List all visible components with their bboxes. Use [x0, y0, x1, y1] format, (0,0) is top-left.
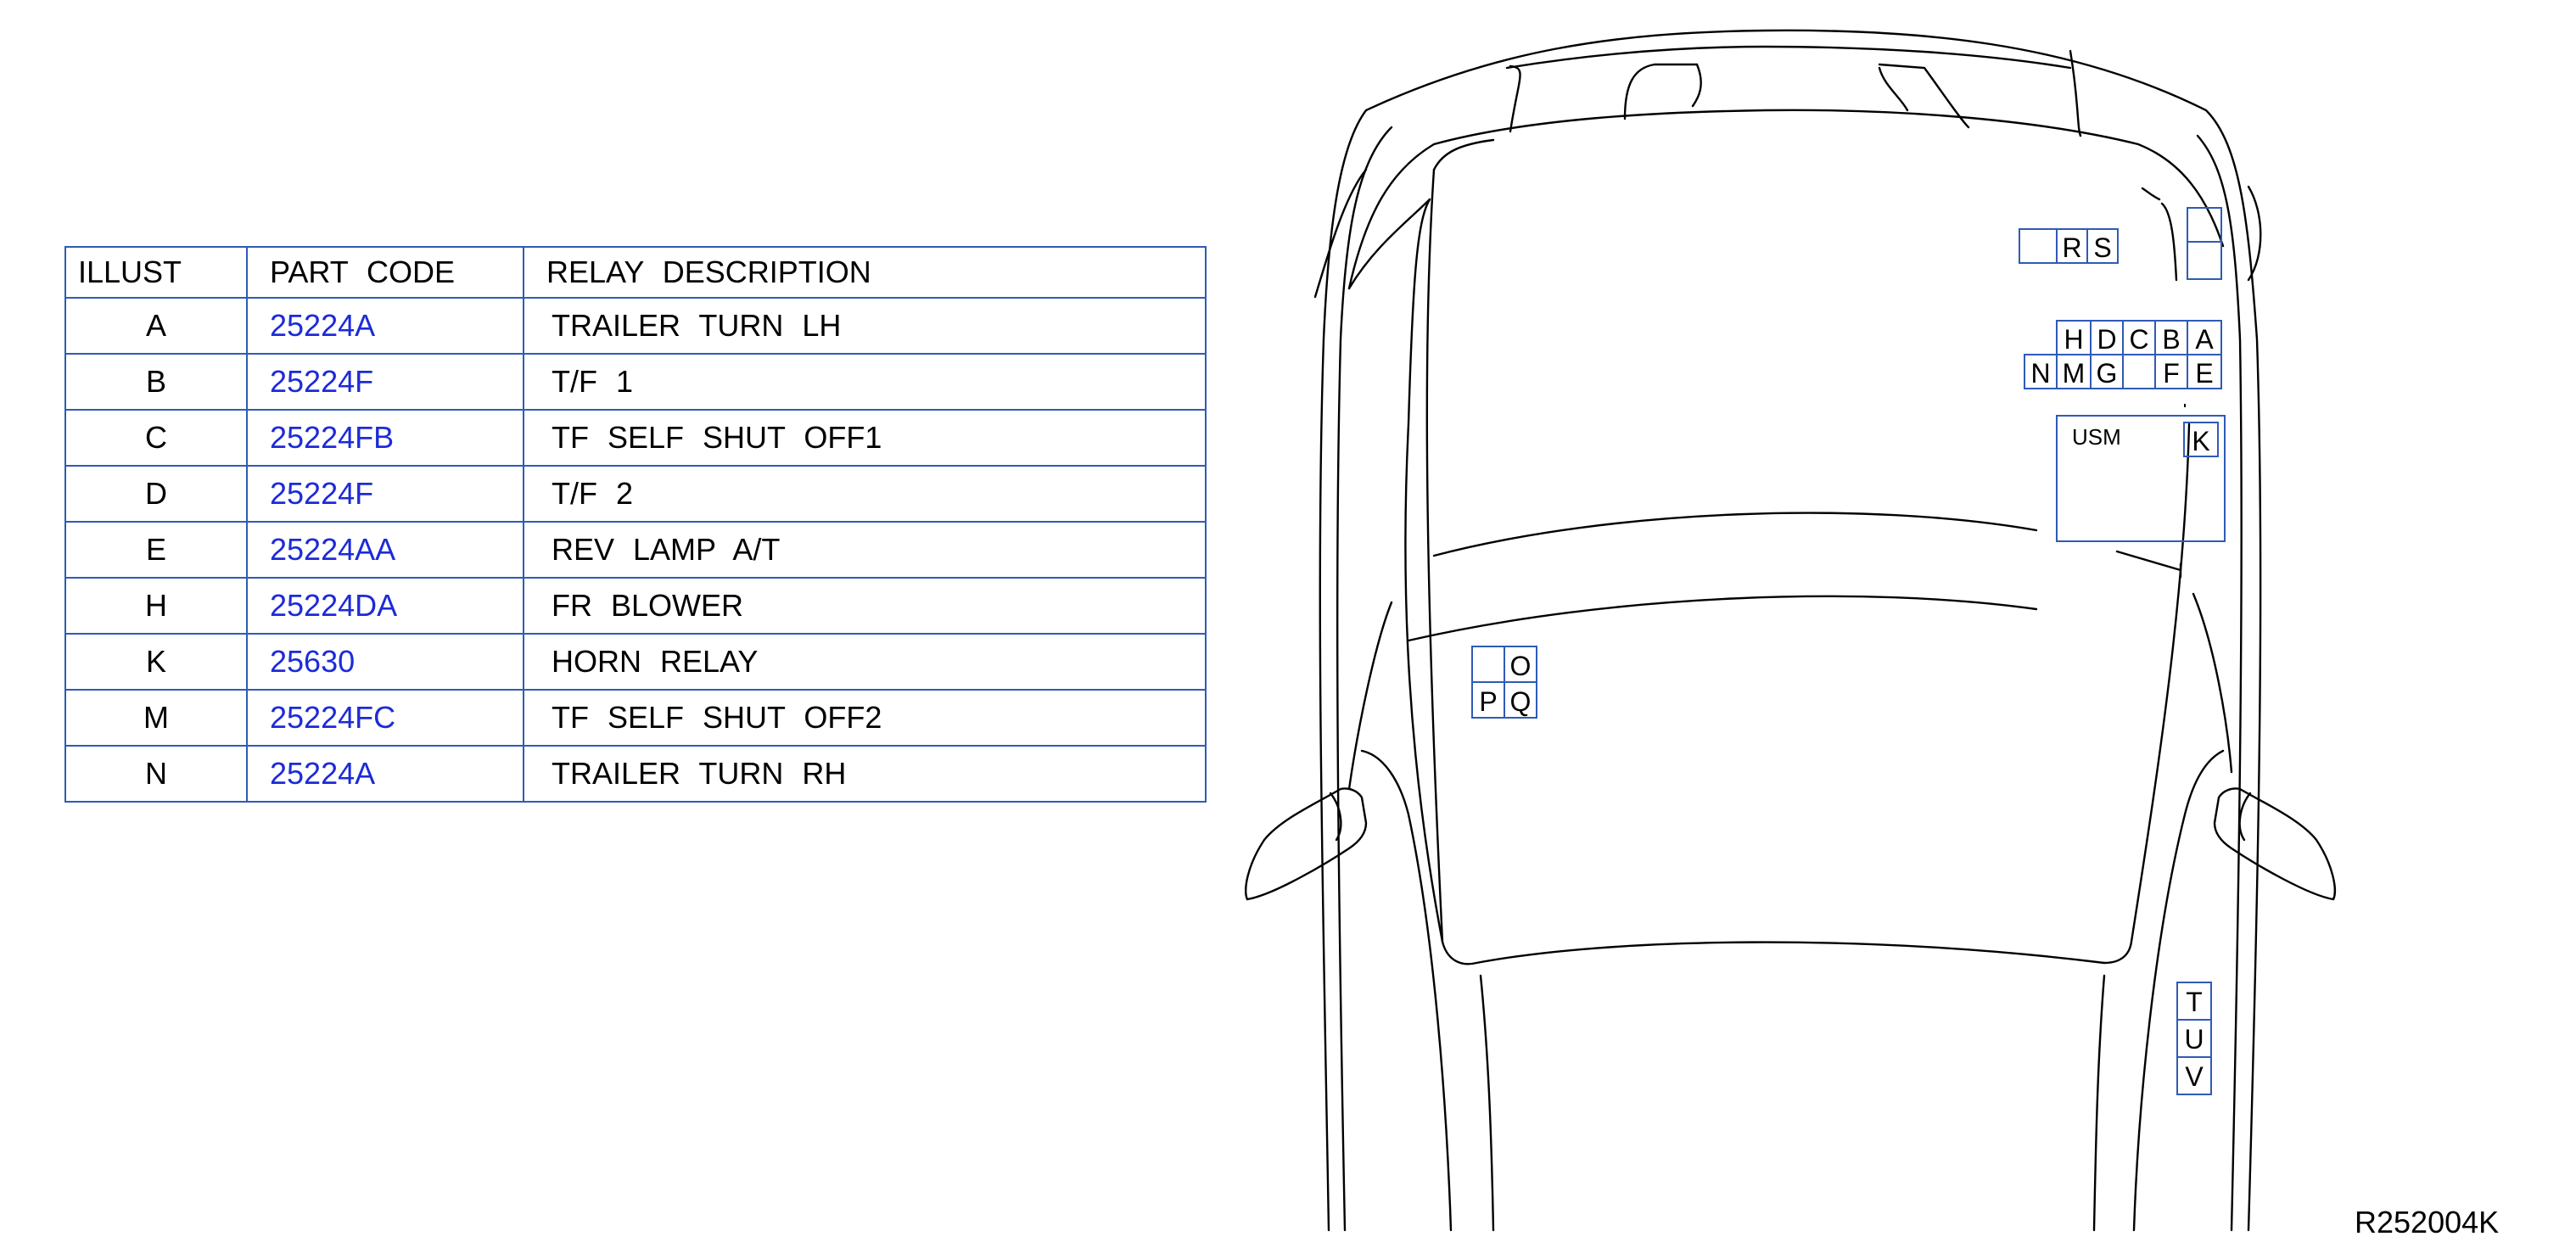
cell-part-code[interactable]: 25224DA: [246, 577, 524, 635]
cell-description: HORN RELAY: [523, 633, 1207, 691]
cell-part-code[interactable]: 25224A: [246, 745, 524, 803]
cell-description: REV LAMP A/T: [523, 521, 1207, 579]
cell-description: T/F 1: [523, 353, 1207, 411]
cell-description: FR BLOWER: [523, 577, 1207, 635]
cell-illust: N: [64, 745, 248, 803]
table-row: N 25224A TRAILER TURN RH: [64, 745, 1207, 803]
relay-label-R: R: [2062, 232, 2081, 263]
table-header-row: ILLUST PART CODE RELAY DESCRIPTION: [64, 246, 1207, 299]
vehicle-outline: [1245, 29, 2336, 1232]
cell-part-code[interactable]: 25224AA: [246, 521, 524, 579]
relay-label-O: O: [1510, 651, 1532, 681]
cell-illust: H: [64, 577, 248, 635]
cell-illust: B: [64, 353, 248, 411]
table-row: B 25224F T/F 1: [64, 353, 1207, 411]
relay-label-M: M: [2063, 358, 2086, 389]
relay-label-G: G: [2097, 358, 2118, 389]
table-row: D 25224F T/F 2: [64, 465, 1207, 523]
cell-description: TF SELF SHUT OFF2: [523, 689, 1207, 747]
table-row: E 25224AA REV LAMP A/T: [64, 521, 1207, 579]
cell-illust: M: [64, 689, 248, 747]
cell-illust: C: [64, 409, 248, 467]
cell-description: TRAILER TURN RH: [523, 745, 1207, 803]
header-part-code: PART CODE: [246, 246, 524, 299]
relay-label-S: S: [2093, 232, 2111, 263]
cell-illust: D: [64, 465, 248, 523]
relay-label-P: P: [1479, 686, 1497, 717]
relay-label-F: F: [2163, 358, 2180, 389]
table-row: A 25224A TRAILER TURN LH: [64, 297, 1207, 355]
relay-label-K: K: [2192, 426, 2209, 456]
relay-label-B: B: [2162, 324, 2180, 355]
relay-location-letters: R S H D C B A N M G F E USM K O P Q T U …: [1479, 232, 2214, 1092]
table-row: H 25224DA FR BLOWER: [64, 577, 1207, 635]
cell-illust: A: [64, 297, 248, 355]
relay-label-D: D: [2097, 324, 2116, 355]
table-row: M 25224FC TF SELF SHUT OFF2: [64, 689, 1207, 747]
cell-description: TRAILER TURN LH: [523, 297, 1207, 355]
cell-description: T/F 2: [523, 465, 1207, 523]
cell-part-code[interactable]: 25224A: [246, 297, 524, 355]
cell-part-code[interactable]: 25224F: [246, 465, 524, 523]
cell-description: TF SELF SHUT OFF1: [523, 409, 1207, 467]
table-row: C 25224FB TF SELF SHUT OFF1: [64, 409, 1207, 467]
relay-label-V: V: [2185, 1061, 2204, 1092]
relay-label-U: U: [2184, 1024, 2204, 1055]
relay-label-N: N: [2030, 358, 2050, 389]
cell-illust: E: [64, 521, 248, 579]
cell-illust: K: [64, 633, 248, 691]
cell-part-code[interactable]: 25630: [246, 633, 524, 691]
header-relay-description: RELAY DESCRIPTION: [523, 246, 1207, 299]
relay-label-A: A: [2195, 324, 2214, 355]
relay-parts-table: ILLUST PART CODE RELAY DESCRIPTION A 252…: [64, 246, 1207, 803]
illustration-reference-code: R252004K: [2355, 1205, 2500, 1239]
cell-part-code[interactable]: 25224F: [246, 353, 524, 411]
cell-part-code[interactable]: 25224FC: [246, 689, 524, 747]
header-illust: ILLUST: [64, 246, 248, 299]
relay-label-H: H: [2064, 324, 2083, 355]
cell-part-code[interactable]: 25224FB: [246, 409, 524, 467]
vehicle-top-view-diagram: R S H D C B A N M G F E USM K O P Q T U …: [1245, 29, 2336, 1232]
table-row: K 25630 HORN RELAY: [64, 633, 1207, 691]
relay-label-E: E: [2195, 358, 2213, 389]
usm-label: USM: [2072, 424, 2121, 450]
relay-label-T: T: [2186, 987, 2203, 1017]
relay-label-C: C: [2129, 324, 2148, 355]
relay-location-boxes: [1471, 207, 2226, 1095]
relay-label-Q: Q: [1510, 686, 1532, 717]
